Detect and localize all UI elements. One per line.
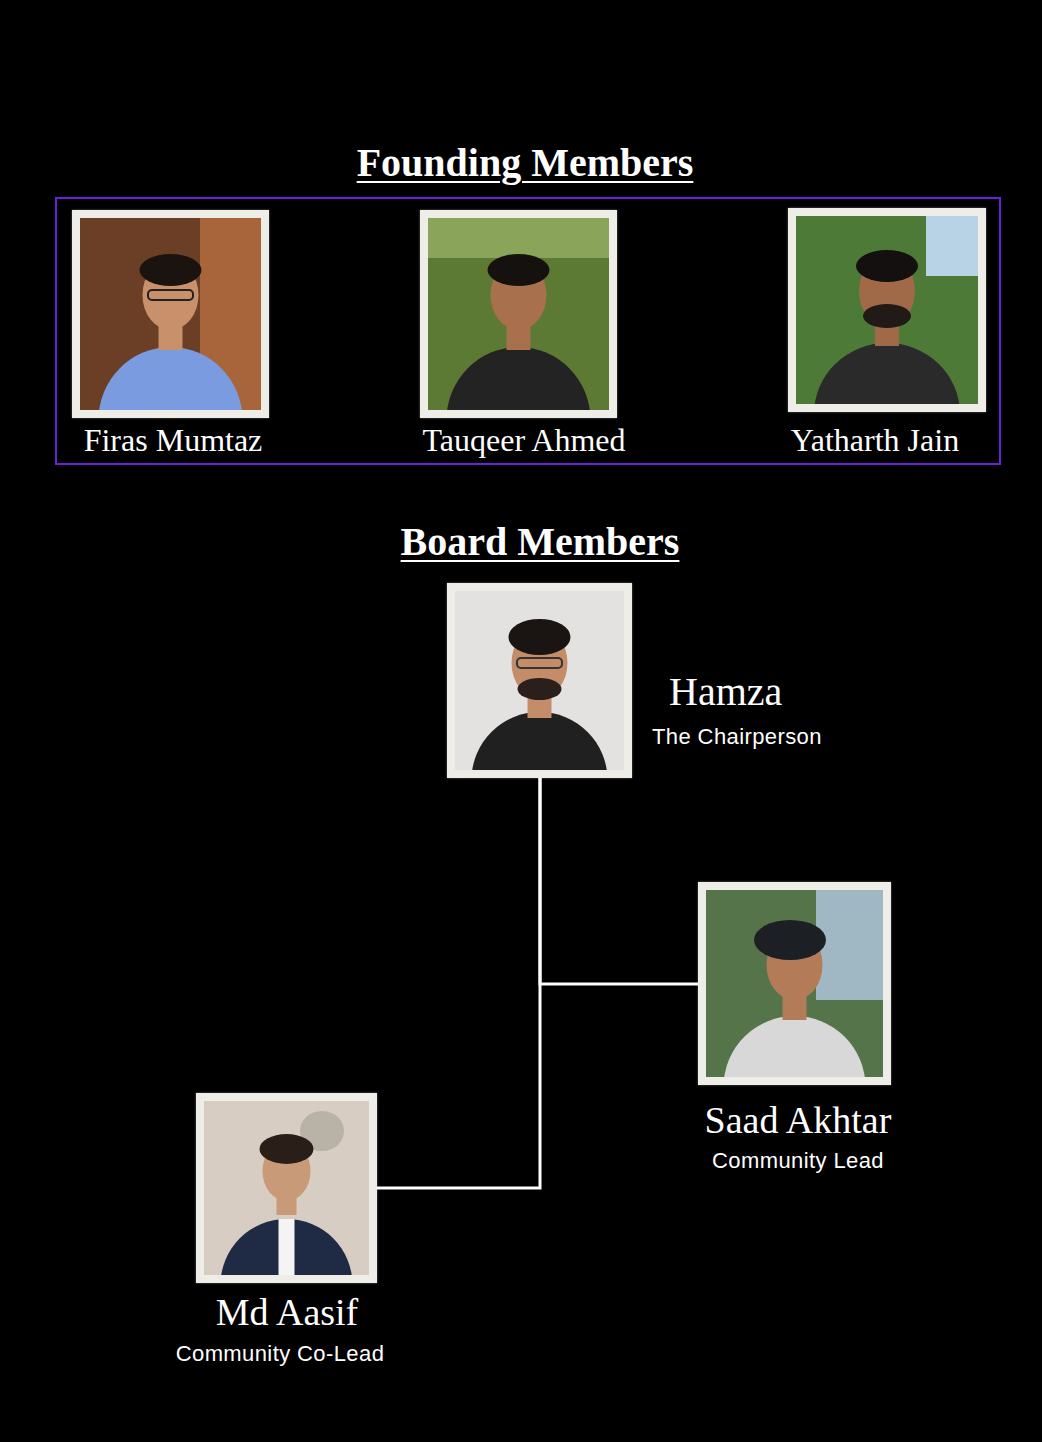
tree-connector [540,778,698,984]
portrait-hair [856,250,918,282]
member-role: The Chairperson [652,723,822,751]
portrait-body [99,347,243,493]
portrait-beard [863,304,911,328]
board-photo-frame: HamzaThe Chairperson [447,583,632,778]
member-name: Firas Mumtaz [84,421,263,459]
section-heading: Board Members [401,518,680,566]
portrait-hair [754,920,826,960]
board-photo-frame: Saad AkhtarCommunity Lead [698,882,891,1085]
photo-background [428,218,609,258]
tree-connector [377,778,540,1188]
member-role: Community Lead [712,1147,884,1175]
portrait-hair [488,254,550,286]
portrait-body [447,347,591,493]
portrait-hair [260,1134,314,1164]
photo-background [926,216,978,276]
portrait-hair [140,254,202,286]
member-name: Saad Akhtar [705,1098,892,1142]
portrait-photo [204,1101,369,1351]
portrait-glasses [517,658,562,668]
section-heading: Founding Members [357,139,694,187]
board-photo-frame: Md AasifCommunity Co-Lead [196,1093,377,1283]
portrait-glasses [148,290,193,300]
member-name: Yatharth Jain [791,421,959,459]
member-photo-frame: Tauqeer Ahmed [420,210,617,418]
founders-group-box: Founding MembersFiras MumtazTauqeer Ahme… [55,197,1001,465]
member-name: Hamza [669,669,782,715]
portrait-shirt [279,1219,295,1275]
member-photo-frame: Firas Mumtaz [72,210,269,418]
member-role: Community Co-Lead [176,1340,385,1368]
portrait-hair [509,619,571,655]
photo-background [816,890,883,1000]
member-name: Tauqeer Ahmed [422,421,625,459]
member-photo-frame: Yatharth Jain [788,208,986,412]
photo-background [204,1101,369,1275]
portrait-beard [518,678,562,700]
member-name: Md Aasif [216,1290,359,1334]
